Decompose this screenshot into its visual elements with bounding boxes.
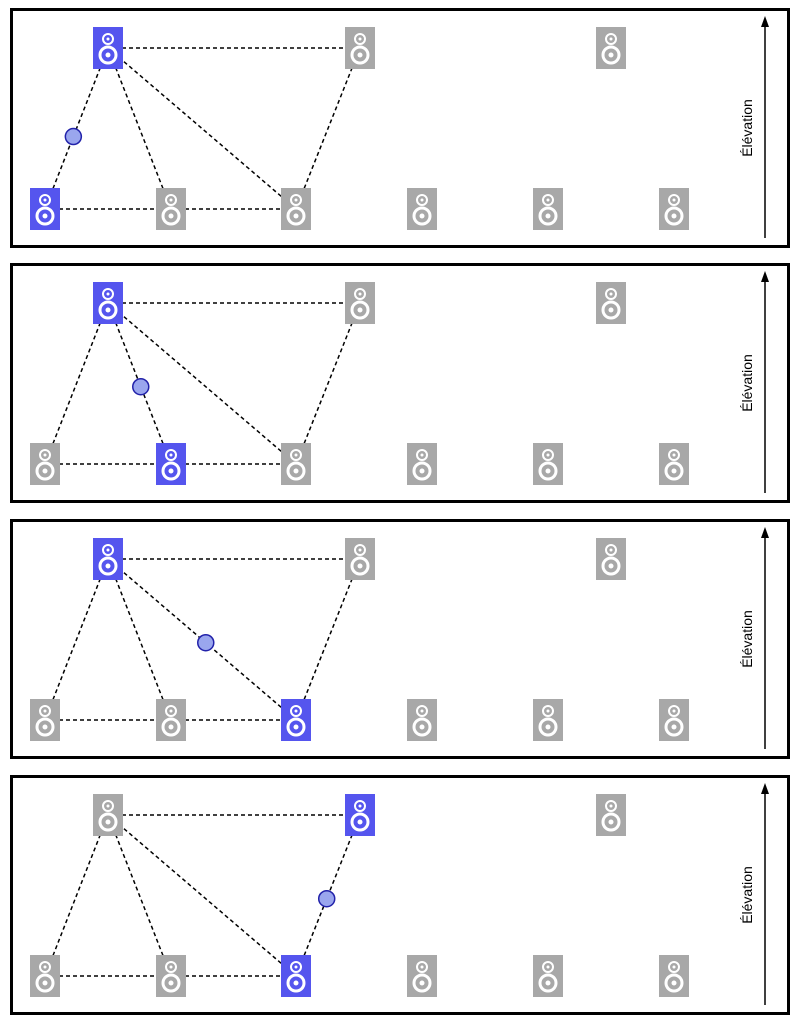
speaker-icon — [407, 699, 437, 741]
speaker-icon — [156, 188, 186, 230]
speaker-icon — [596, 282, 626, 324]
speaker-icon — [281, 699, 311, 741]
speaker-icon — [533, 188, 563, 230]
speaker-icon — [345, 27, 375, 69]
connection-line — [295, 558, 361, 721]
speaker-icon — [30, 188, 60, 230]
arrow-head-icon — [761, 783, 769, 794]
speaker-icon — [156, 955, 186, 997]
connection-line — [44, 814, 109, 977]
virtual-source-dot — [132, 377, 150, 396]
speaker-icon — [93, 27, 123, 69]
panel-2: Élévation — [10, 263, 790, 503]
virtual-source-dot — [197, 633, 215, 652]
connection-line — [107, 814, 297, 977]
connection-line — [107, 302, 297, 465]
speaker-icon — [659, 188, 689, 230]
connection-line — [295, 47, 361, 210]
elevation-label: Élévation — [739, 866, 755, 924]
elevation-label: Élévation — [739, 99, 755, 157]
connection-line — [107, 47, 297, 210]
speaker-icon — [30, 955, 60, 997]
panel-3: Élévation — [10, 519, 790, 759]
speaker-icon — [156, 443, 186, 485]
speaker-icon — [281, 955, 311, 997]
connection-line — [107, 47, 172, 210]
speaker-icon — [596, 538, 626, 580]
arrow-head-icon — [761, 271, 769, 282]
speaker-icon — [281, 188, 311, 230]
virtual-source-dot — [64, 127, 83, 146]
connection-line — [295, 302, 361, 465]
speaker-icon — [659, 699, 689, 741]
speaker-icon — [533, 699, 563, 741]
panel-4: Élévation — [10, 775, 790, 1015]
arrow-head-icon — [761, 16, 769, 27]
connection-line — [107, 558, 172, 721]
speaker-icon — [30, 443, 60, 485]
speaker-icon — [345, 794, 375, 836]
speaker-icon — [407, 443, 437, 485]
speaker-icon — [407, 188, 437, 230]
speaker-icon — [93, 282, 123, 324]
speaker-icon — [659, 443, 689, 485]
speaker-layout-diagram: Élévation — [30, 16, 769, 238]
speaker-layout-diagram: Élévation — [30, 271, 769, 493]
speaker-icon — [407, 955, 437, 997]
speaker-icon — [93, 794, 123, 836]
virtual-source-dot — [317, 889, 336, 908]
speaker-icon — [156, 699, 186, 741]
speaker-icon — [659, 955, 689, 997]
speaker-icon — [30, 699, 60, 741]
connection-line — [107, 558, 297, 721]
connection-line — [44, 558, 109, 721]
speaker-icon — [533, 955, 563, 997]
speaker-icon — [533, 443, 563, 485]
elevation-label: Élévation — [739, 354, 755, 412]
connection-line — [107, 814, 172, 977]
speaker-icon — [93, 538, 123, 580]
speaker-icon — [281, 443, 311, 485]
connection-line — [44, 302, 109, 465]
speaker-icon — [345, 538, 375, 580]
elevation-label: Élévation — [739, 610, 755, 668]
arrow-head-icon — [761, 527, 769, 538]
speaker-layout-diagram: Élévation — [30, 527, 769, 749]
panel-1: Élévation — [10, 8, 790, 248]
speaker-icon — [596, 27, 626, 69]
speaker-icon — [345, 282, 375, 324]
speaker-layout-diagram: Élévation — [30, 783, 769, 1005]
speaker-icon — [596, 794, 626, 836]
